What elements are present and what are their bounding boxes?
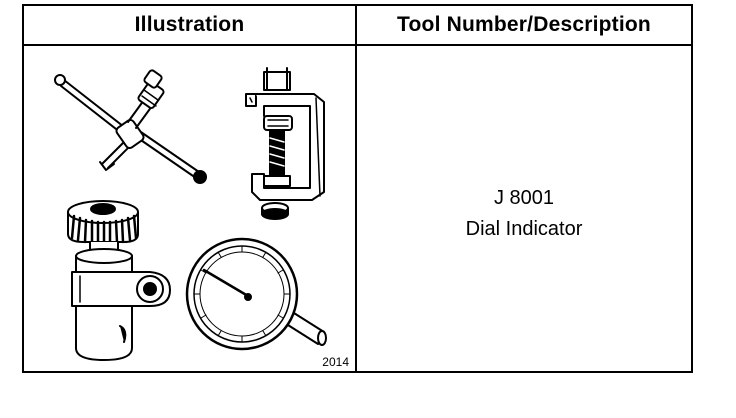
illustration-cell: 2014 bbox=[24, 46, 355, 371]
cross-handle-wrench-icon bbox=[54, 69, 207, 184]
dial-indicator-set-illustration bbox=[54, 67, 327, 361]
figure-number: 2014 bbox=[322, 355, 349, 369]
header-illustration: Illustration bbox=[134, 13, 245, 36]
tool-table: Illustration Tool Number/Description bbox=[22, 4, 693, 373]
knurled-clamp-post-icon bbox=[67, 200, 171, 361]
header-row: Illustration Tool Number/Description bbox=[24, 6, 691, 46]
c-clamp-mount-icon bbox=[245, 67, 325, 220]
dial-gauge-icon bbox=[185, 237, 327, 351]
header-tool-description: Tool Number/Description bbox=[397, 13, 651, 36]
tool-description: Dial Indicator bbox=[465, 218, 583, 240]
description-cell: J 8001 Dial Indicator bbox=[357, 46, 691, 371]
dial-ticks bbox=[193, 245, 291, 343]
column-divider bbox=[355, 6, 357, 371]
tool-number: J 8001 bbox=[493, 187, 555, 209]
